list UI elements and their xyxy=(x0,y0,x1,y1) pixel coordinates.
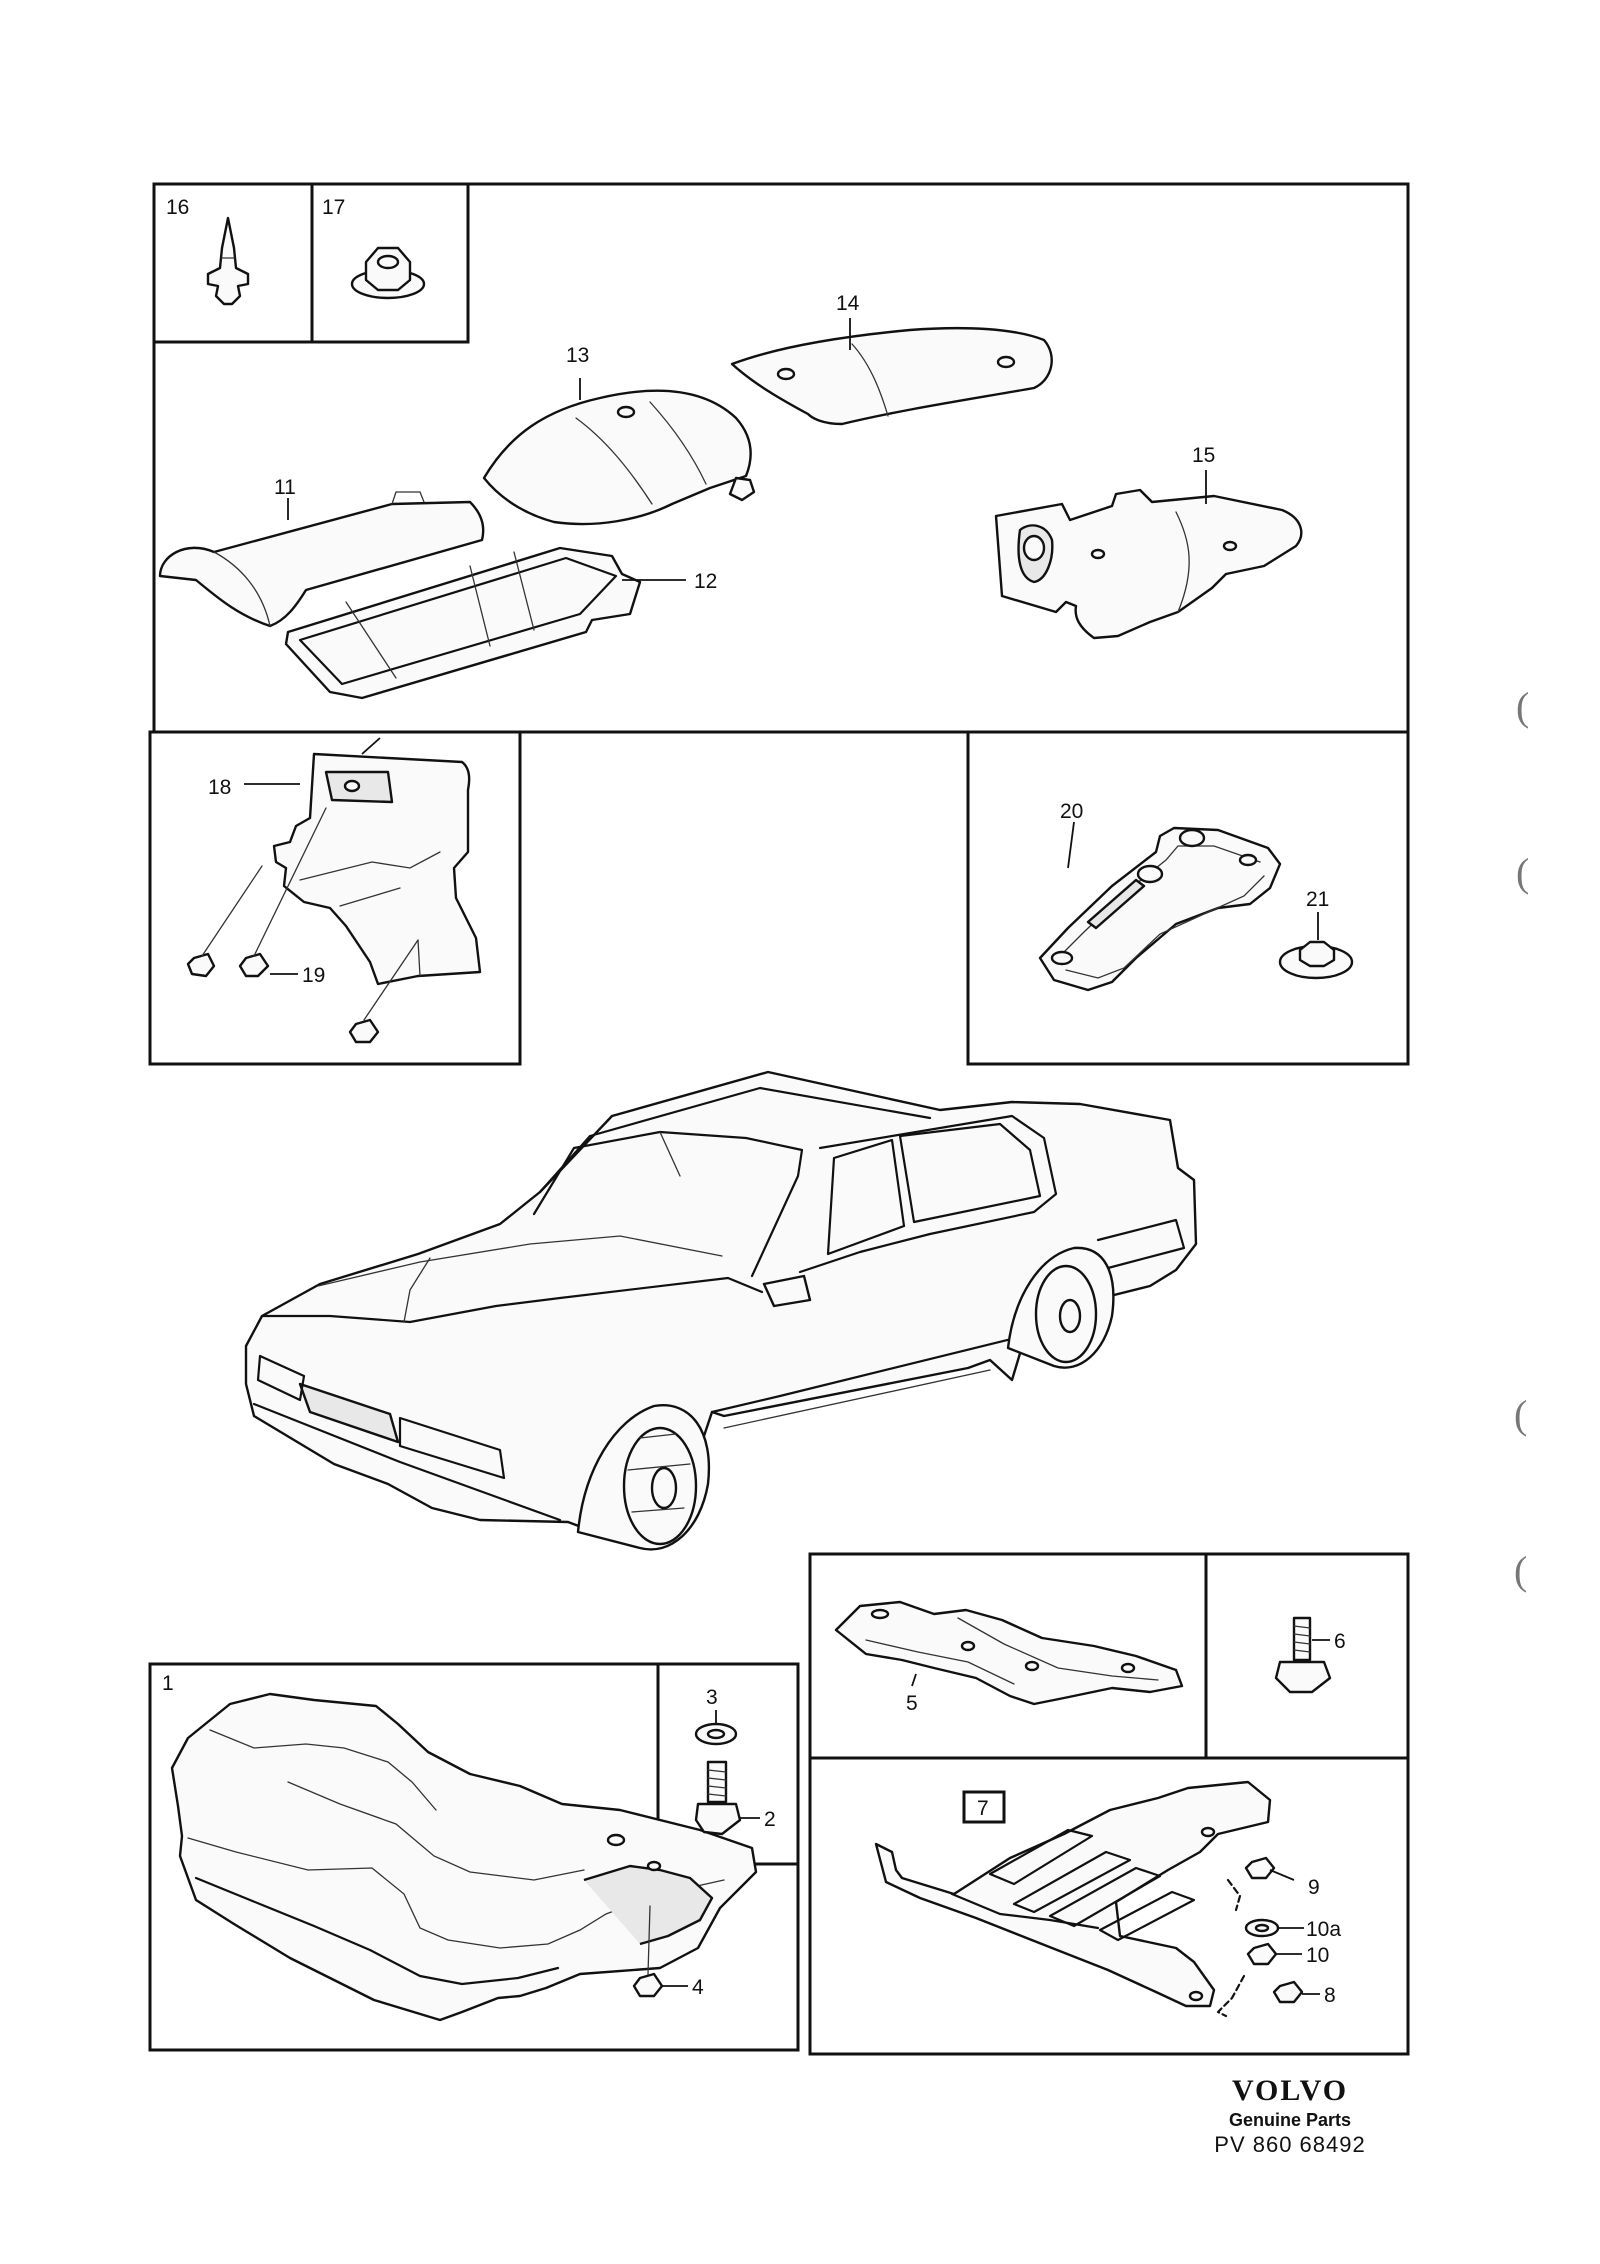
bolt-2 xyxy=(694,1760,742,1836)
mat-panel-20 xyxy=(966,730,1410,1066)
label-2: 2 xyxy=(764,1808,776,1831)
screw-19b xyxy=(238,952,270,978)
exhaust-shield-11 xyxy=(158,491,485,628)
label-12: 12 xyxy=(694,570,717,593)
boxed-label-7 xyxy=(962,1790,1006,1824)
frame-guard-panel xyxy=(808,1756,1410,2056)
rear-wheel xyxy=(1006,1246,1115,1369)
label-17: 17 xyxy=(322,196,345,219)
label-15: 15 xyxy=(1192,444,1215,467)
underbody-shield-panel xyxy=(148,1662,800,2052)
margin-marks: ( ( ( ( xyxy=(1514,684,1529,1593)
flange-nut-part xyxy=(350,246,426,300)
car-illustration xyxy=(244,1070,1198,1551)
panel-frame-7 xyxy=(808,1756,1410,2056)
label-4: 4 xyxy=(692,1976,704,1999)
part-labels: 16 17 11 12 13 14 15 18 19 20 21 1 3 2 4… xyxy=(162,196,1346,2007)
label-14: 14 xyxy=(836,292,860,315)
label-3: 3 xyxy=(706,1686,718,1709)
label-1: 1 xyxy=(162,1672,174,1695)
washer-3 xyxy=(694,1722,738,1746)
label-20: 20 xyxy=(1060,800,1083,823)
margin-mark-4: ( xyxy=(1514,1548,1527,1593)
exhaust-shield-12 xyxy=(284,546,642,700)
label-5: 5 xyxy=(906,1692,918,1715)
label-16: 16 xyxy=(166,196,189,219)
label-21: 21 xyxy=(1306,888,1329,911)
screw-9 xyxy=(1244,1856,1276,1880)
label-10a: 10a xyxy=(1306,1918,1341,1941)
screw-19a xyxy=(186,952,216,978)
bracket-panel-18 xyxy=(148,730,522,1066)
flat-shield-14 xyxy=(730,326,1053,426)
inset-box-17 xyxy=(310,182,470,344)
brand-logo: VOLVO xyxy=(1232,2074,1348,2107)
screw-4 xyxy=(632,1905,664,1998)
washer-nut-21 xyxy=(1278,940,1354,980)
heat-shield-panel xyxy=(152,182,1410,734)
reference-number: PV 860 68492 xyxy=(1214,2132,1365,2157)
label-9: 9 xyxy=(1308,1876,1320,1899)
screw-8 xyxy=(1272,1980,1304,2004)
label-11: 11 xyxy=(274,476,296,499)
panel-frame-20 xyxy=(966,730,1410,1066)
panel-frame-18 xyxy=(148,730,522,1066)
front-wheel xyxy=(576,1404,711,1551)
label-18: 18 xyxy=(208,776,231,799)
push-clip-part xyxy=(206,216,250,306)
margin-mark-3: ( xyxy=(1514,1392,1527,1437)
label-10: 10 xyxy=(1306,1944,1329,1967)
label-13: 13 xyxy=(566,344,589,367)
margin-mark-1: ( xyxy=(1516,684,1529,729)
brand-subtitle: Genuine Parts xyxy=(1229,2110,1351,2130)
screw-10 xyxy=(1246,1942,1278,1966)
bolt-6 xyxy=(1274,1616,1332,1694)
screw-19c xyxy=(348,1018,380,1044)
washer-10a xyxy=(1244,1918,1280,1938)
margin-mark-2: ( xyxy=(1516,850,1529,895)
skid-plate-panel xyxy=(808,1552,1410,1760)
label-7: 7 xyxy=(977,1797,989,1820)
panel-frame-top xyxy=(152,182,1410,734)
footer-branding: VOLVO Genuine Parts PV 860 68492 xyxy=(1214,2074,1365,2157)
bracket-shield-15 xyxy=(994,488,1303,640)
label-8: 8 xyxy=(1324,1984,1336,2007)
label-19: 19 xyxy=(302,964,325,987)
catalytic-shield-13 xyxy=(482,389,756,526)
label-6: 6 xyxy=(1334,1630,1346,1653)
